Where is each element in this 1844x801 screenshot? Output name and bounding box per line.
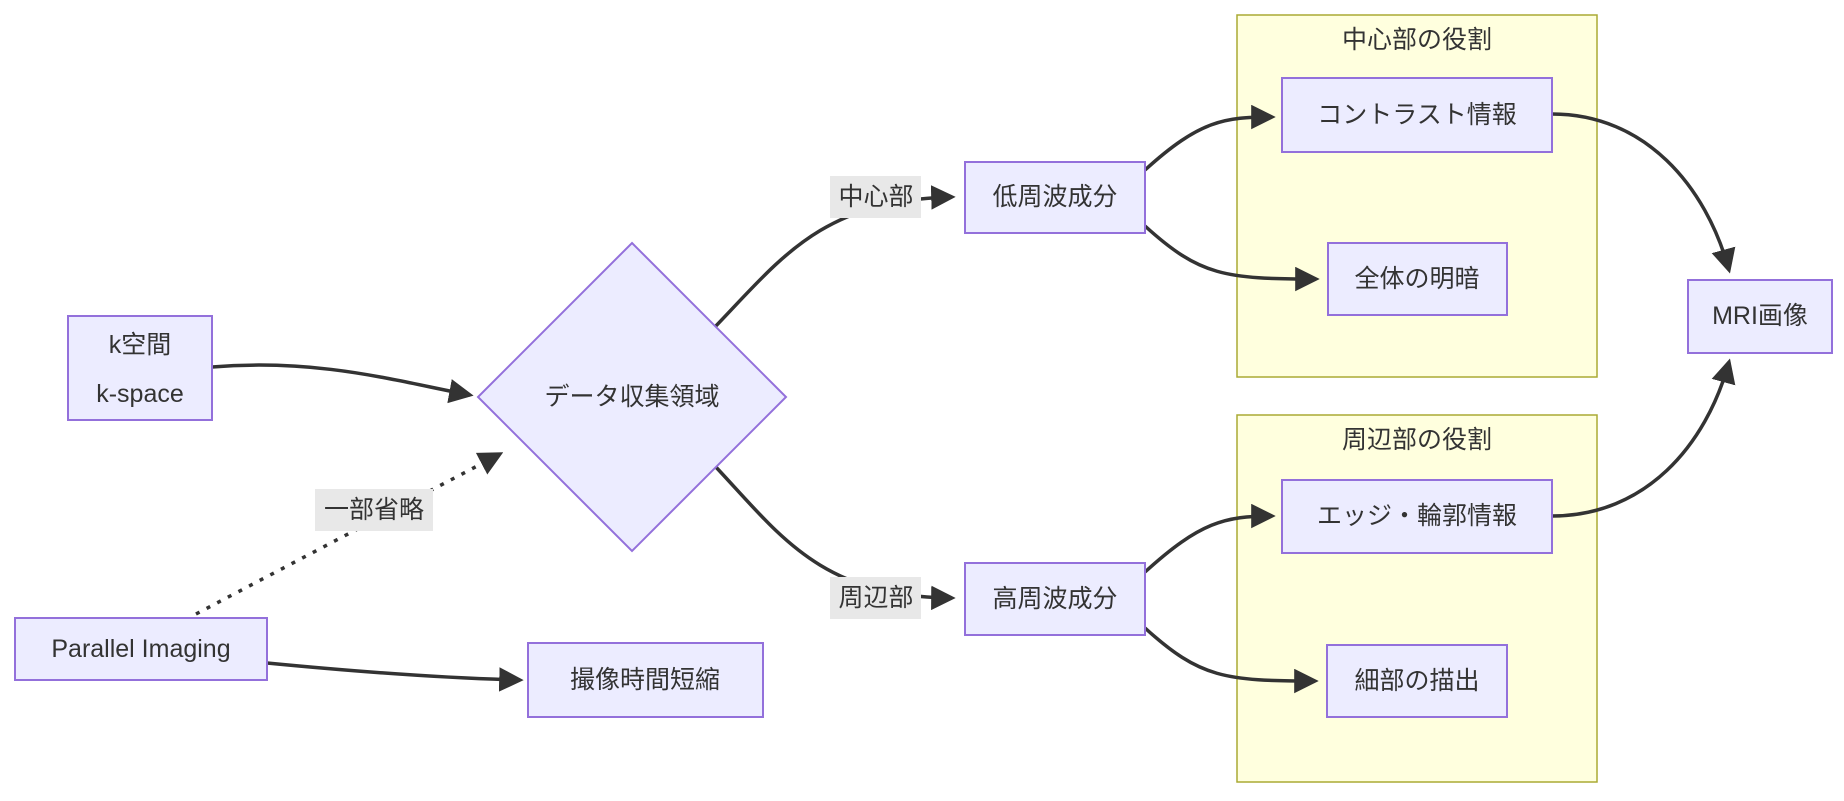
node-data-region-label: データ収集領域 (544, 383, 719, 411)
node-low-freq (964, 161, 1146, 234)
node-detail (1326, 644, 1508, 718)
node-parallel-imaging (14, 617, 268, 681)
edge-label-partial-skip: 一部省略 (324, 496, 424, 524)
node-detail-label: 細部の描出 (1354, 667, 1479, 695)
edge-label-periphery: 周辺部 (838, 584, 913, 612)
edge-lowfreq-to-brightness (1143, 224, 1320, 292)
edge-parallel-to-dataregion (195, 452, 504, 616)
node-contrast-label: コントラスト情報 (1317, 101, 1517, 129)
node-mri-image (1687, 279, 1833, 354)
edge-label-center-bg (830, 176, 921, 218)
edge-label-partial-skip-bg (315, 489, 433, 531)
edge-lowfreq-to-contrast (1143, 104, 1276, 172)
node-edge-info-label: エッジ・輪郭情報 (1317, 502, 1517, 530)
node-data-region (476, 241, 788, 553)
cluster-periphery-role (1236, 414, 1598, 783)
node-kspace-line2: k-space (96, 380, 184, 408)
edge-kspace-to-dataregion (211, 363, 474, 404)
cluster-periphery-role-title: 周辺部の役割 (1342, 426, 1492, 454)
cluster-center-role-title: 中心部の役割 (1342, 26, 1492, 54)
node-brightness-label: 全体の明暗 (1354, 265, 1479, 293)
node-brightness (1327, 242, 1508, 316)
node-contrast (1281, 77, 1553, 153)
node-scan-time-label: 撮像時間短縮 (570, 666, 720, 694)
node-high-freq (964, 562, 1146, 636)
node-high-freq-label: 高周波成分 (992, 585, 1117, 613)
cluster-center-role (1236, 14, 1598, 378)
node-low-freq-label: 低周波成分 (992, 183, 1117, 211)
node-edge-info (1281, 479, 1553, 554)
edge-contrast-to-mri (1551, 112, 1736, 274)
node-kspace-line1: k空間 (109, 331, 172, 359)
node-kspace (67, 315, 213, 421)
node-mri-image-label: MRI画像 (1712, 302, 1808, 330)
edge-edgeinfo-to-mri (1551, 358, 1736, 518)
edge-highfreq-to-edgeinfo (1143, 503, 1276, 574)
edge-label-center: 中心部 (838, 183, 913, 211)
edge-highfreq-to-detail (1143, 626, 1319, 694)
edge-label-periphery-bg (830, 577, 921, 619)
node-parallel-imaging-label: Parallel Imaging (51, 635, 230, 663)
edge-parallel-to-scantime (266, 661, 524, 692)
node-scan-time (527, 642, 764, 718)
